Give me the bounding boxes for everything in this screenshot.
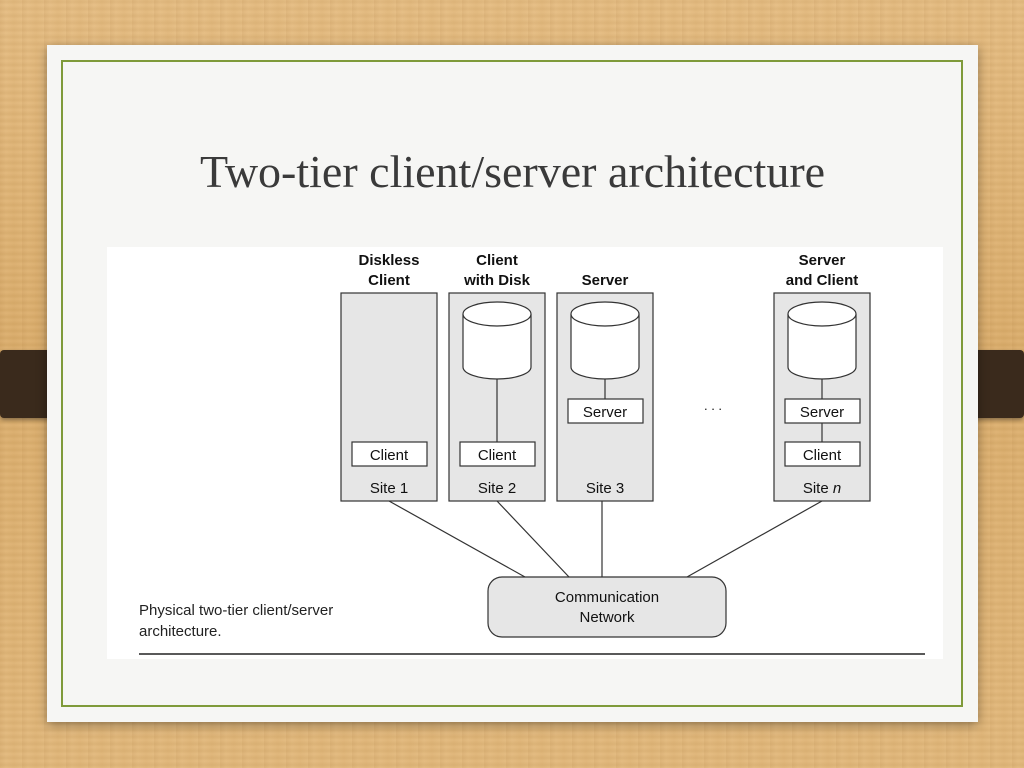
col1-header-line1: Diskless bbox=[359, 252, 420, 269]
site1-client-box bbox=[351, 441, 428, 467]
col2-header-line2: with Disk bbox=[463, 272, 531, 289]
site2-client-label: Client bbox=[478, 447, 517, 464]
siten-client-box bbox=[784, 441, 861, 467]
slide-frame bbox=[61, 60, 963, 707]
network-label-line2: Network bbox=[579, 609, 635, 626]
siten-label: Site n bbox=[803, 480, 841, 497]
siten-label-n: n bbox=[833, 480, 841, 497]
col4-header-line1: Server bbox=[799, 252, 846, 269]
slide-title: Two-tier client/server architecture bbox=[199, 146, 826, 197]
site1-box bbox=[340, 292, 438, 502]
network-label-line1: Communication bbox=[555, 589, 659, 606]
col1-header-line2: Client bbox=[368, 272, 410, 289]
site2-network-link bbox=[496, 500, 570, 578]
siten-disk-icon bbox=[787, 301, 857, 380]
site1-label: Site 1 bbox=[370, 480, 408, 497]
siten-server-box bbox=[784, 398, 861, 424]
site3-server-label: Server bbox=[583, 404, 627, 421]
col2-header-line1: Client bbox=[476, 252, 518, 269]
architecture-figure: Diskless Client Client with Disk Server … bbox=[107, 247, 943, 659]
communication-network-box bbox=[487, 576, 727, 638]
siten-server-label: Server bbox=[800, 404, 844, 421]
siten-client-label: Client bbox=[803, 447, 842, 464]
architecture-diagram: Diskless Client Client with Disk Server … bbox=[139, 252, 925, 655]
col3-header: Server bbox=[582, 272, 629, 289]
site3-server-box bbox=[567, 398, 644, 424]
slide: Two-tier client/server architecture Disk… bbox=[47, 45, 978, 722]
siten-label-prefix: Site bbox=[803, 480, 833, 497]
siten-network-link bbox=[686, 500, 823, 578]
figure-caption: Physical two-tier client/server architec… bbox=[139, 602, 334, 640]
site3-label: Site 3 bbox=[586, 480, 624, 497]
site2-client-box bbox=[459, 441, 536, 467]
site2-disk-icon bbox=[462, 301, 532, 380]
site2-label: Site 2 bbox=[478, 480, 516, 497]
site3-disk-icon bbox=[570, 301, 640, 380]
col4-header-line2: and Client bbox=[786, 272, 859, 289]
site1-client-label: Client bbox=[370, 447, 409, 464]
site1-network-link bbox=[388, 500, 526, 578]
more-sites-ellipsis: . . . bbox=[704, 398, 722, 413]
